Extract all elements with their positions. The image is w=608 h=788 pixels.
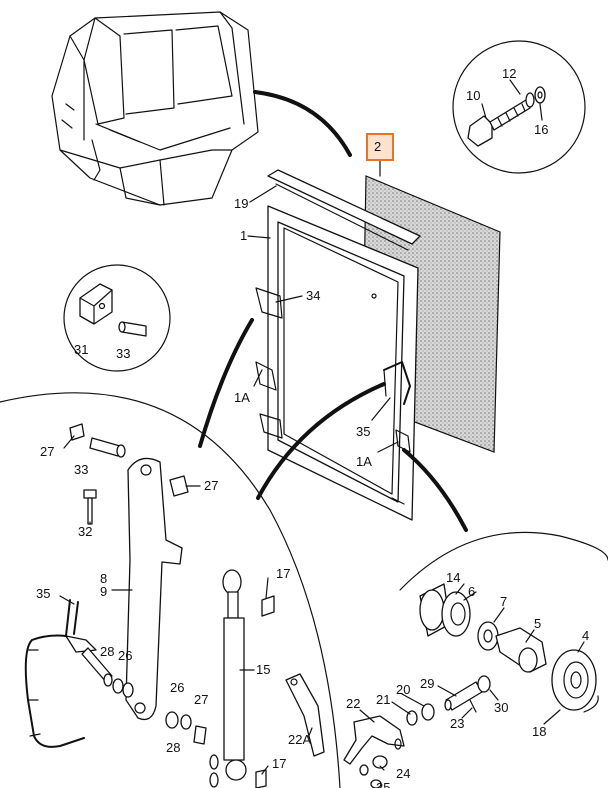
callout-28-a: 28 xyxy=(100,644,114,659)
callout-30: 30 xyxy=(494,700,508,715)
callout-34: 34 xyxy=(306,288,320,303)
callout-19: 19 xyxy=(234,196,248,211)
callout-29: 29 xyxy=(420,676,434,691)
cab-illustration xyxy=(51,11,259,206)
callout-10: 10 xyxy=(466,88,480,103)
callout-6: 6 xyxy=(468,584,475,599)
callout-9: 9 xyxy=(100,584,107,599)
callout-27-c: 27 xyxy=(194,692,208,707)
callout-25: 25 xyxy=(376,780,390,788)
callout-33-mid: 33 xyxy=(74,462,88,477)
callout-15: 15 xyxy=(256,662,270,677)
highlight-box xyxy=(366,133,394,161)
callout-1: 1 xyxy=(240,228,247,243)
pointer-door-left xyxy=(198,318,254,448)
bracket-detail xyxy=(63,264,171,372)
callout-28-b: 28 xyxy=(166,740,180,755)
leader-lines xyxy=(59,79,585,775)
callout-labels: 2 19 1 34 1A 35 1A 10 12 16 31 33 27 33 … xyxy=(36,66,589,788)
callout-1a-left: 1A xyxy=(234,390,250,405)
door-frame xyxy=(255,169,421,521)
callout-27-a: 27 xyxy=(40,444,54,459)
roller-detail xyxy=(399,531,608,713)
latch-pin-assembly xyxy=(343,675,491,788)
lower-detail-arc xyxy=(0,392,341,788)
pointer-door-handle xyxy=(256,382,386,500)
callout-14: 14 xyxy=(446,570,460,585)
callout-26-b: 26 xyxy=(170,680,184,695)
callout-16: 16 xyxy=(534,122,548,137)
callout-7: 7 xyxy=(500,594,507,609)
callout-18: 18 xyxy=(532,724,546,739)
callout-32: 32 xyxy=(78,524,92,539)
callout-24: 24 xyxy=(396,766,410,781)
callout-35-door: 35 xyxy=(356,424,370,439)
callout-33-top: 33 xyxy=(116,346,130,361)
callout-23: 23 xyxy=(450,716,464,731)
callout-8: 8 xyxy=(100,571,107,586)
callout-5: 5 xyxy=(534,616,541,631)
callout-20: 20 xyxy=(396,682,410,697)
callout-35-handle: 35 xyxy=(36,586,50,601)
callout-27-b: 27 xyxy=(204,478,218,493)
callout-17-b: 17 xyxy=(272,756,286,771)
hinge-arm-assembly xyxy=(24,423,207,748)
gas-strut xyxy=(209,569,275,788)
cab-pointer-arrow xyxy=(253,90,352,157)
callout-21: 21 xyxy=(376,692,390,707)
pointer-door-latch xyxy=(402,448,468,532)
callout-12: 12 xyxy=(502,66,516,81)
callout-26-a: 26 xyxy=(118,648,132,663)
bracket-22a xyxy=(285,673,325,757)
callout-22: 22 xyxy=(346,696,360,711)
callout-17-a: 17 xyxy=(276,566,290,581)
callout-1a-right: 1A xyxy=(356,454,372,469)
callout-2: 2 xyxy=(374,139,381,154)
callout-22a: 22A xyxy=(288,732,311,747)
bolt-detail xyxy=(452,40,586,174)
callout-4: 4 xyxy=(582,628,589,643)
callout-31: 31 xyxy=(74,342,88,357)
